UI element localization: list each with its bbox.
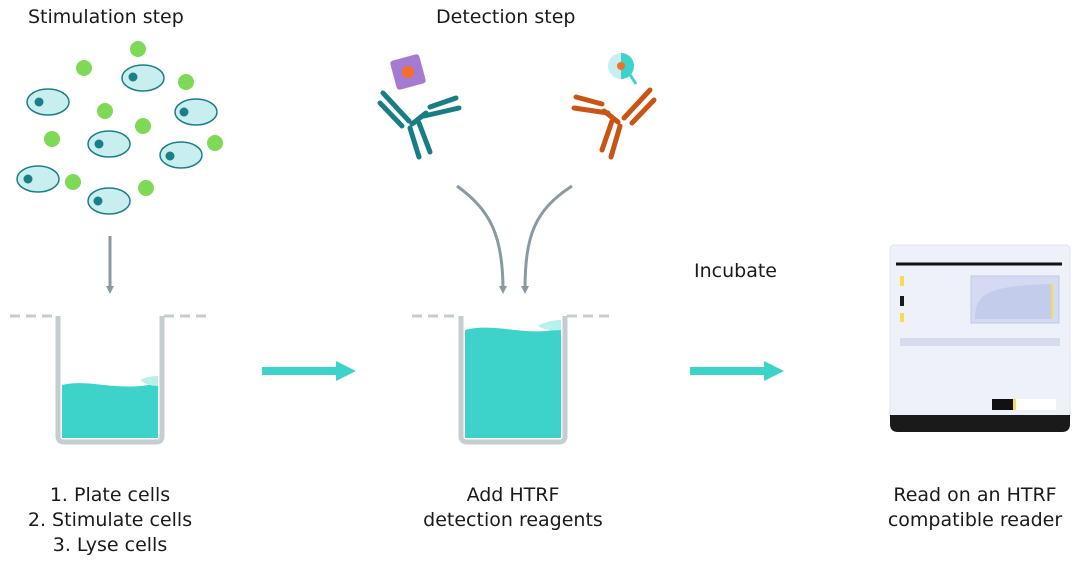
curved-arrow-left [456, 184, 507, 294]
cell [87, 130, 131, 158]
cell [174, 98, 218, 126]
cell [16, 165, 60, 193]
step1-line2: 2. Stimulate cells [27, 509, 193, 531]
step3-caption: Read on an HTRF compatible reader [870, 483, 1080, 533]
step1-line1: 1. Plate cells [49, 484, 171, 506]
teal-arrow-1 [262, 361, 356, 381]
teal-arrow-2 [690, 361, 784, 381]
cell-cluster [16, 41, 223, 215]
incubate-label: Incubate [694, 260, 777, 282]
ligand-dot [178, 74, 194, 90]
step1-caption: 1. Plate cells 2. Stimulate cells 3. Lys… [10, 483, 210, 558]
step3-line2: compatible reader [887, 509, 1063, 531]
acceptor-antibody [571, 53, 657, 160]
ligand-dot [65, 174, 81, 190]
ligand-dot [135, 118, 151, 134]
well-2 [412, 314, 615, 445]
detection-step-heading: Detection step [436, 6, 576, 28]
ligand-dot [138, 180, 154, 196]
donor-antibody [377, 54, 462, 160]
ligand-dot [76, 60, 92, 76]
ligand-dot [97, 103, 113, 119]
step3-line1: Read on an HTRF [893, 484, 1057, 506]
curved-arrow-right [521, 184, 573, 294]
well-1 [10, 314, 212, 445]
ligand-dot [207, 135, 223, 151]
step2-line1: Add HTRF [466, 484, 560, 506]
cell [87, 187, 131, 215]
stimulation-step-heading: Stimulation step [28, 6, 184, 28]
cell [26, 88, 70, 116]
ligand-dot [44, 131, 60, 147]
cell [121, 64, 165, 92]
step2-caption: Add HTRF detection reagents [400, 483, 626, 533]
ligand-dot [130, 41, 146, 57]
step1-line3: 3. Lyse cells [52, 534, 168, 556]
plate-reader [889, 244, 1071, 432]
step2-line2: detection reagents [423, 509, 603, 531]
cell [159, 141, 203, 169]
